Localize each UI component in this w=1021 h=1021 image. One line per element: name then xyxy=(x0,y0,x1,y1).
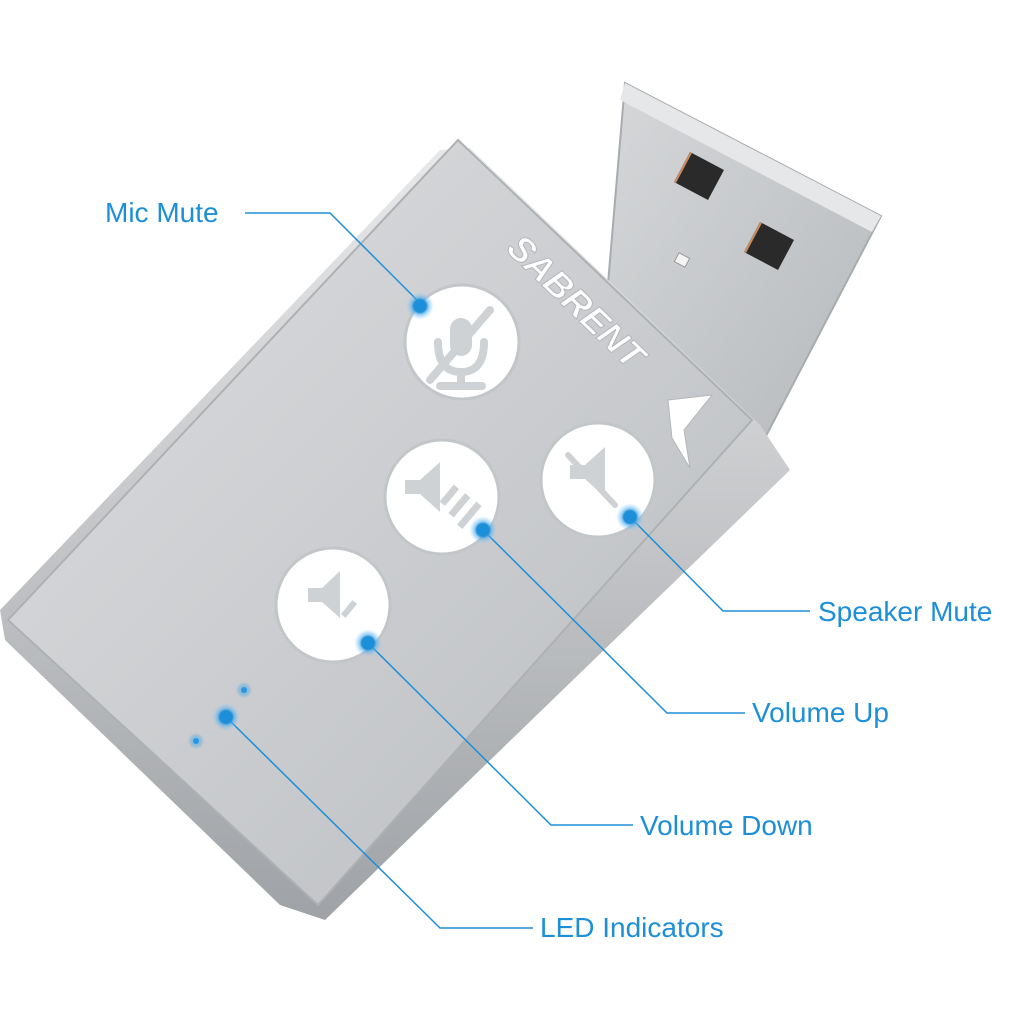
mic-mute-dot xyxy=(406,292,434,320)
usb-contact-1 xyxy=(674,152,724,200)
volume-up-leader xyxy=(482,529,745,714)
volume-up-icon xyxy=(405,462,482,530)
callout-lines xyxy=(225,212,810,929)
volume-down-dot xyxy=(354,629,382,657)
led-indicators-dot xyxy=(212,703,240,731)
sabrent-swoosh xyxy=(667,394,714,469)
led-indicators-leader xyxy=(225,716,533,929)
volume-up-dot xyxy=(469,516,497,544)
volume-down-leader xyxy=(367,642,633,826)
speaker-mute-dot xyxy=(616,503,644,531)
callout-dots xyxy=(212,292,644,731)
usb-contact-2 xyxy=(744,222,794,270)
speaker-mute-icon xyxy=(565,447,618,508)
volume-down-icon xyxy=(308,571,358,618)
led-indicators xyxy=(188,682,252,749)
mic-mute-leader xyxy=(245,212,421,304)
mic-mute-icon xyxy=(426,306,494,390)
speaker-mute-leader xyxy=(629,516,810,612)
adapter-body xyxy=(0,138,790,920)
mic-mute-button[interactable] xyxy=(403,283,521,401)
